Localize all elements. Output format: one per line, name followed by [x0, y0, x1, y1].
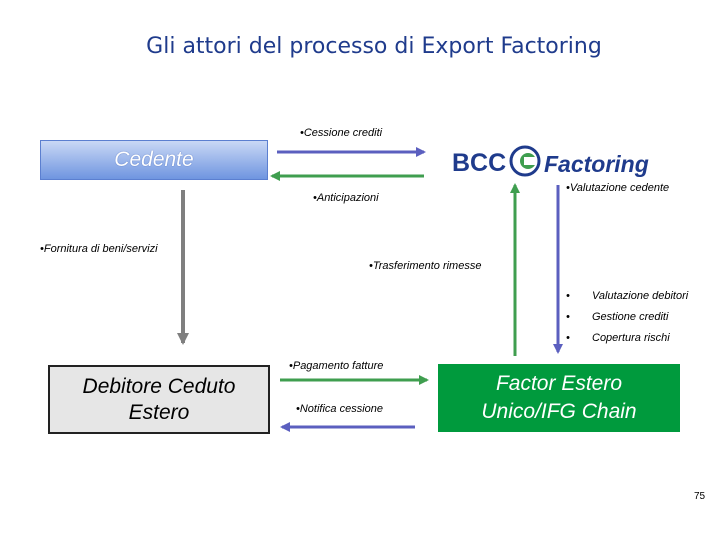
list-item: • Valutazione debitori [566, 289, 689, 302]
list-item: • Copertura rischi [566, 331, 670, 344]
bcc-factoring-logo: BCC Factoring [452, 143, 652, 179]
page-title: Gli attori del processo di Export Factor… [146, 34, 602, 59]
logo-mark-icon [509, 145, 541, 177]
node-factor-estero: Factor Estero Unico/IFG Chain [438, 364, 680, 432]
list-item: • Gestione crediti [566, 310, 669, 323]
label-pagamento-fatture: •Pagamento fatture [289, 360, 384, 372]
label-valutazione-cedente: •Valutazione cedente [566, 182, 670, 194]
node-debitore: Debitore Ceduto Estero [48, 365, 270, 434]
label-anticipazioni: •Anticipazioni [313, 192, 379, 204]
label-fornitura: •Fornitura di beni/servizi [40, 243, 158, 255]
node-cedente: Cedente [40, 140, 268, 180]
label-cessione-crediti: •Cessione crediti [300, 127, 383, 139]
page-number: 75 [694, 491, 706, 502]
logo-factoring-text: Factoring [544, 151, 649, 177]
factor-services-list: • Valutazione debitori • Gestione credit… [566, 285, 688, 348]
logo-bcc-text: BCC [452, 149, 506, 177]
label-notifica-cessione: •Notifica cessione [296, 403, 384, 415]
label-trasferimento-rimesse: •Trasferimento rimesse [369, 260, 482, 272]
